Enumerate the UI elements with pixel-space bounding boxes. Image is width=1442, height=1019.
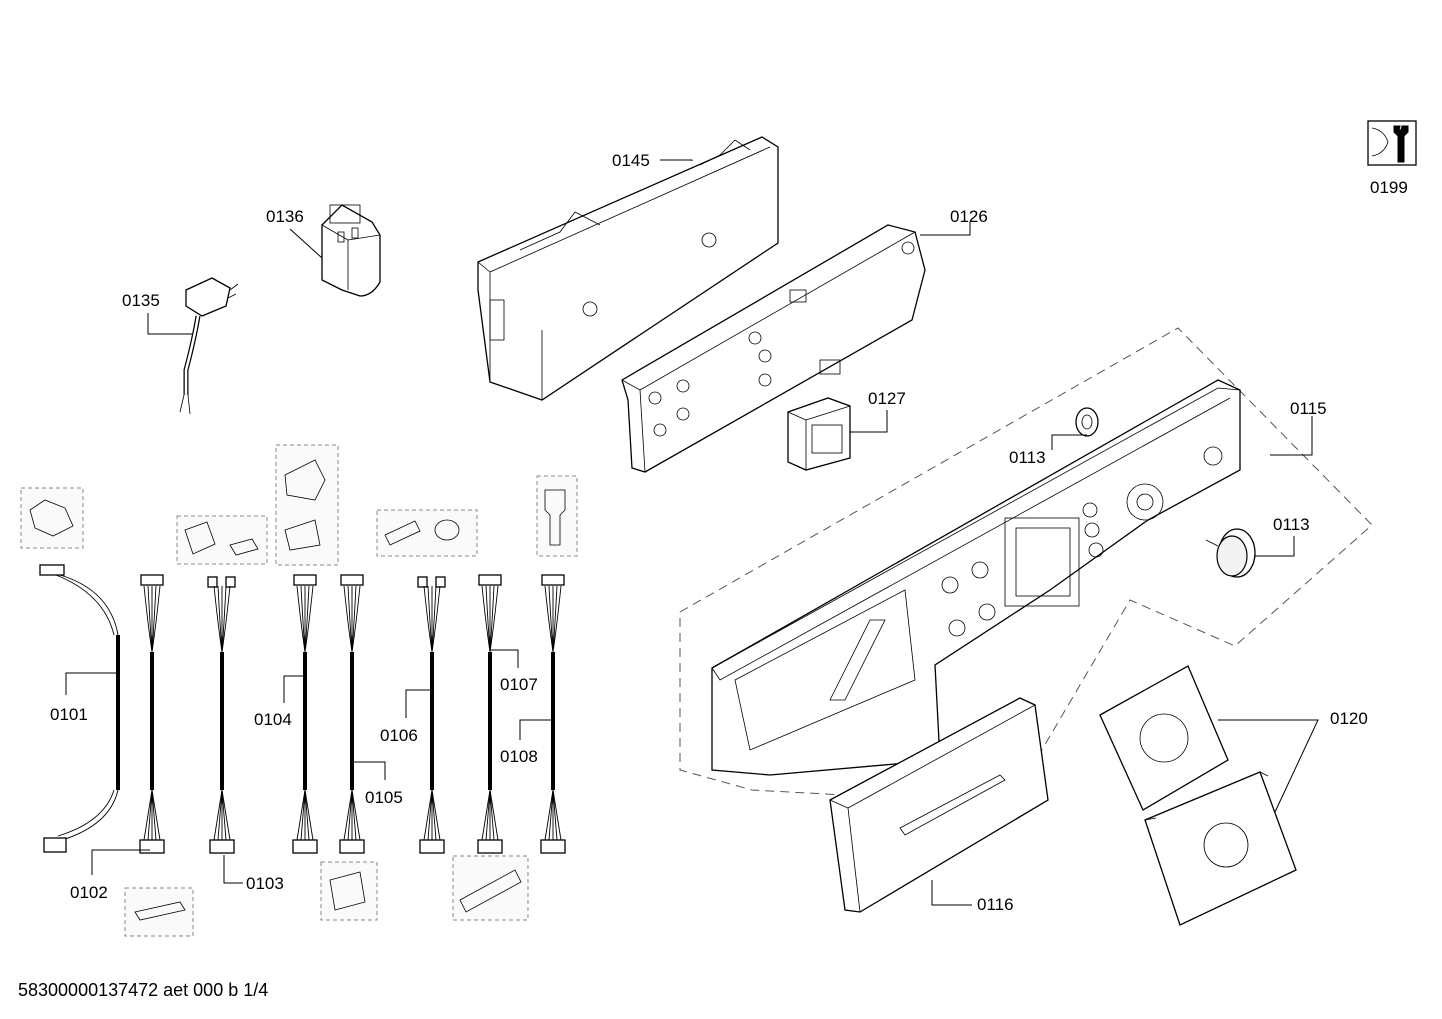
control-housing bbox=[477, 136, 779, 401]
part-label-0126: 0126 bbox=[950, 207, 988, 226]
part-label-0105: 0105 bbox=[365, 788, 403, 807]
cover-plate-upper bbox=[1099, 665, 1229, 811]
knob-adapter bbox=[1075, 407, 1099, 437]
part-label-0107: 0107 bbox=[500, 675, 538, 694]
part-label-0103: 0103 bbox=[246, 874, 284, 893]
part-label-0106: 0106 bbox=[380, 726, 418, 745]
part-label-0101: 0101 bbox=[50, 705, 88, 724]
fascia-assembly-outline bbox=[679, 327, 1373, 801]
document-reference: 58300000137472 aet 000 b 1/4 bbox=[18, 980, 269, 1000]
program-selector-knob bbox=[1205, 528, 1256, 578]
harness-drawing-4 bbox=[339, 574, 365, 854]
part-label-0145: 0145 bbox=[612, 151, 650, 170]
harness-0101 bbox=[39, 564, 120, 853]
harness-drawing-5 bbox=[417, 576, 446, 854]
fascia-panel bbox=[711, 379, 1241, 776]
part-label-0113-knob: 0113 bbox=[1273, 515, 1310, 534]
harness-drawing-2 bbox=[207, 576, 236, 854]
part-label-0120: 0120 bbox=[1330, 709, 1368, 728]
part-label-0135: 0135 bbox=[122, 291, 160, 310]
display-module bbox=[787, 397, 851, 471]
part-label-0127: 0127 bbox=[868, 389, 906, 408]
service-wrench-icon bbox=[1367, 120, 1417, 166]
component-thumbnails bbox=[20, 444, 578, 937]
part-label-0104: 0104 bbox=[254, 710, 292, 729]
harness-drawing-1 bbox=[139, 574, 165, 854]
harness-drawing-7 bbox=[540, 574, 566, 854]
harness-drawing-3 bbox=[292, 574, 318, 854]
wiring-harness-set bbox=[139, 574, 566, 854]
harness-drawing-6 bbox=[477, 574, 503, 854]
power-cord bbox=[179, 277, 239, 415]
part-label-0136: 0136 bbox=[266, 207, 304, 226]
part-label-0116: 0116 bbox=[977, 895, 1014, 914]
interference-filter bbox=[321, 204, 381, 297]
part-label-0102: 0102 bbox=[70, 883, 108, 902]
control-pcb bbox=[621, 224, 926, 473]
cover-plate-lower bbox=[1144, 771, 1297, 926]
part-label-0108: 0108 bbox=[500, 747, 538, 766]
part-label-0115: 0115 bbox=[1290, 399, 1327, 418]
part-label-0199: 0199 bbox=[1370, 178, 1408, 197]
part-label-0113-adapter: 0113 bbox=[1009, 448, 1046, 467]
drawer-front bbox=[829, 697, 1049, 913]
